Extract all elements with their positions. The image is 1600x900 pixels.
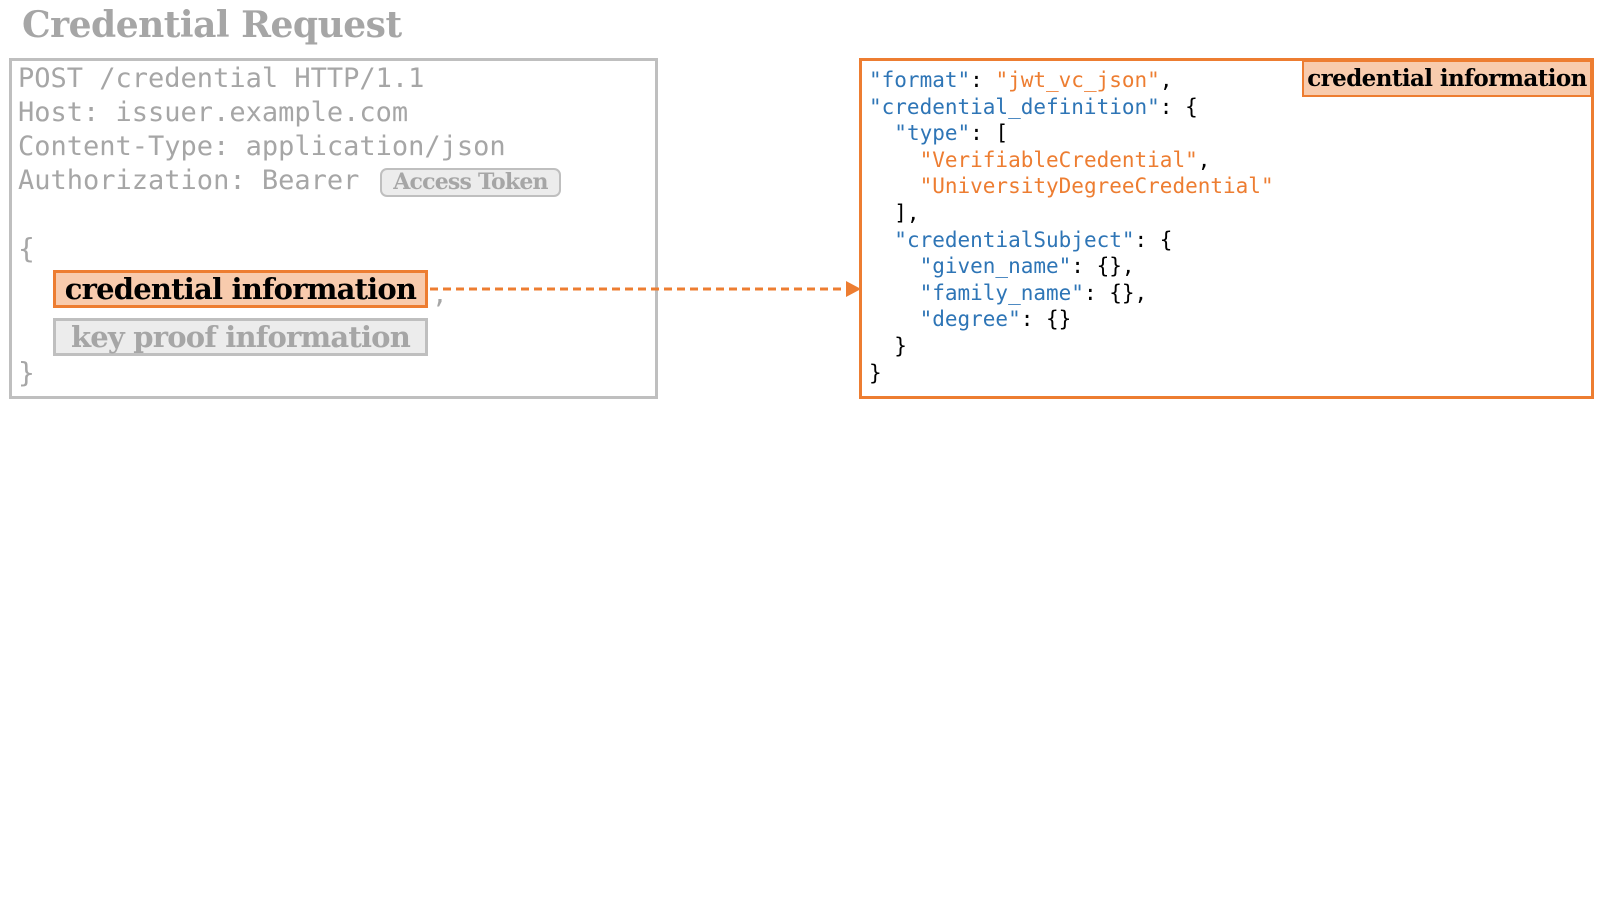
json-line-type: "type": [ bbox=[894, 121, 1009, 146]
json-line-family-name: "family_name": {}, bbox=[919, 280, 1148, 305]
json-key-degree: "degree" bbox=[919, 307, 1021, 332]
json-key-credential-definition: "credential_definition" bbox=[869, 94, 1160, 119]
json-key-given-name: "given_name" bbox=[919, 254, 1072, 279]
json-line-given-name: "given_name": {}, bbox=[919, 254, 1135, 279]
json-line-credential-subject: "credentialSubject": { bbox=[894, 227, 1173, 252]
json-line-definition-close: } bbox=[869, 360, 882, 385]
credential-information-json: "format": "jwt_vc_json", "credential_def… bbox=[869, 67, 1274, 386]
request-line-authorization: Authorization: Bearer bbox=[18, 165, 360, 196]
request-line-host: Host: issuer.example.com bbox=[18, 97, 409, 128]
credential-information-box bbox=[859, 58, 1594, 399]
key-proof-information-label: key proof information bbox=[53, 318, 428, 356]
json-value-format: "jwt_vc_json" bbox=[995, 68, 1160, 92]
diagram-title: Credential Request bbox=[22, 4, 402, 46]
json-key-type: "type" bbox=[894, 121, 971, 146]
request-line-method: POST /credential HTTP/1.1 bbox=[18, 63, 425, 94]
request-open-brace: { bbox=[18, 232, 35, 265]
json-value-verifiable-credential: "VerifiableCredential" bbox=[919, 147, 1198, 172]
json-line-degree: "degree": {} bbox=[919, 307, 1072, 332]
json-line-subject-close: } bbox=[869, 333, 907, 358]
json-line-type-value-2: "UniversityDegreeCredential" bbox=[869, 173, 1274, 200]
json-key-credential-subject: "credentialSubject" bbox=[894, 227, 1135, 252]
json-line-credential-definition: "credential_definition": { bbox=[869, 94, 1198, 119]
json-line-format: "format": "jwt_vc_json", bbox=[869, 68, 1173, 92]
json-key-format: "format" bbox=[869, 68, 971, 92]
credential-information-label: credential information bbox=[53, 270, 428, 308]
request-close-brace: } bbox=[18, 356, 35, 389]
access-token-badge: Access Token bbox=[380, 168, 561, 197]
credential-request-box bbox=[9, 58, 658, 399]
json-line-type-value-1: "VerifiableCredential", bbox=[919, 147, 1211, 172]
request-line-content-type: Content-Type: application/json bbox=[18, 131, 506, 162]
credential-information-tag: credential information bbox=[1302, 60, 1592, 97]
json-line-type-close: ], bbox=[869, 200, 920, 225]
request-comma: , bbox=[432, 280, 448, 310]
json-key-family-name: "family_name" bbox=[919, 280, 1084, 305]
json-value-university-degree-credential: "UniversityDegreeCredential" bbox=[919, 174, 1274, 199]
